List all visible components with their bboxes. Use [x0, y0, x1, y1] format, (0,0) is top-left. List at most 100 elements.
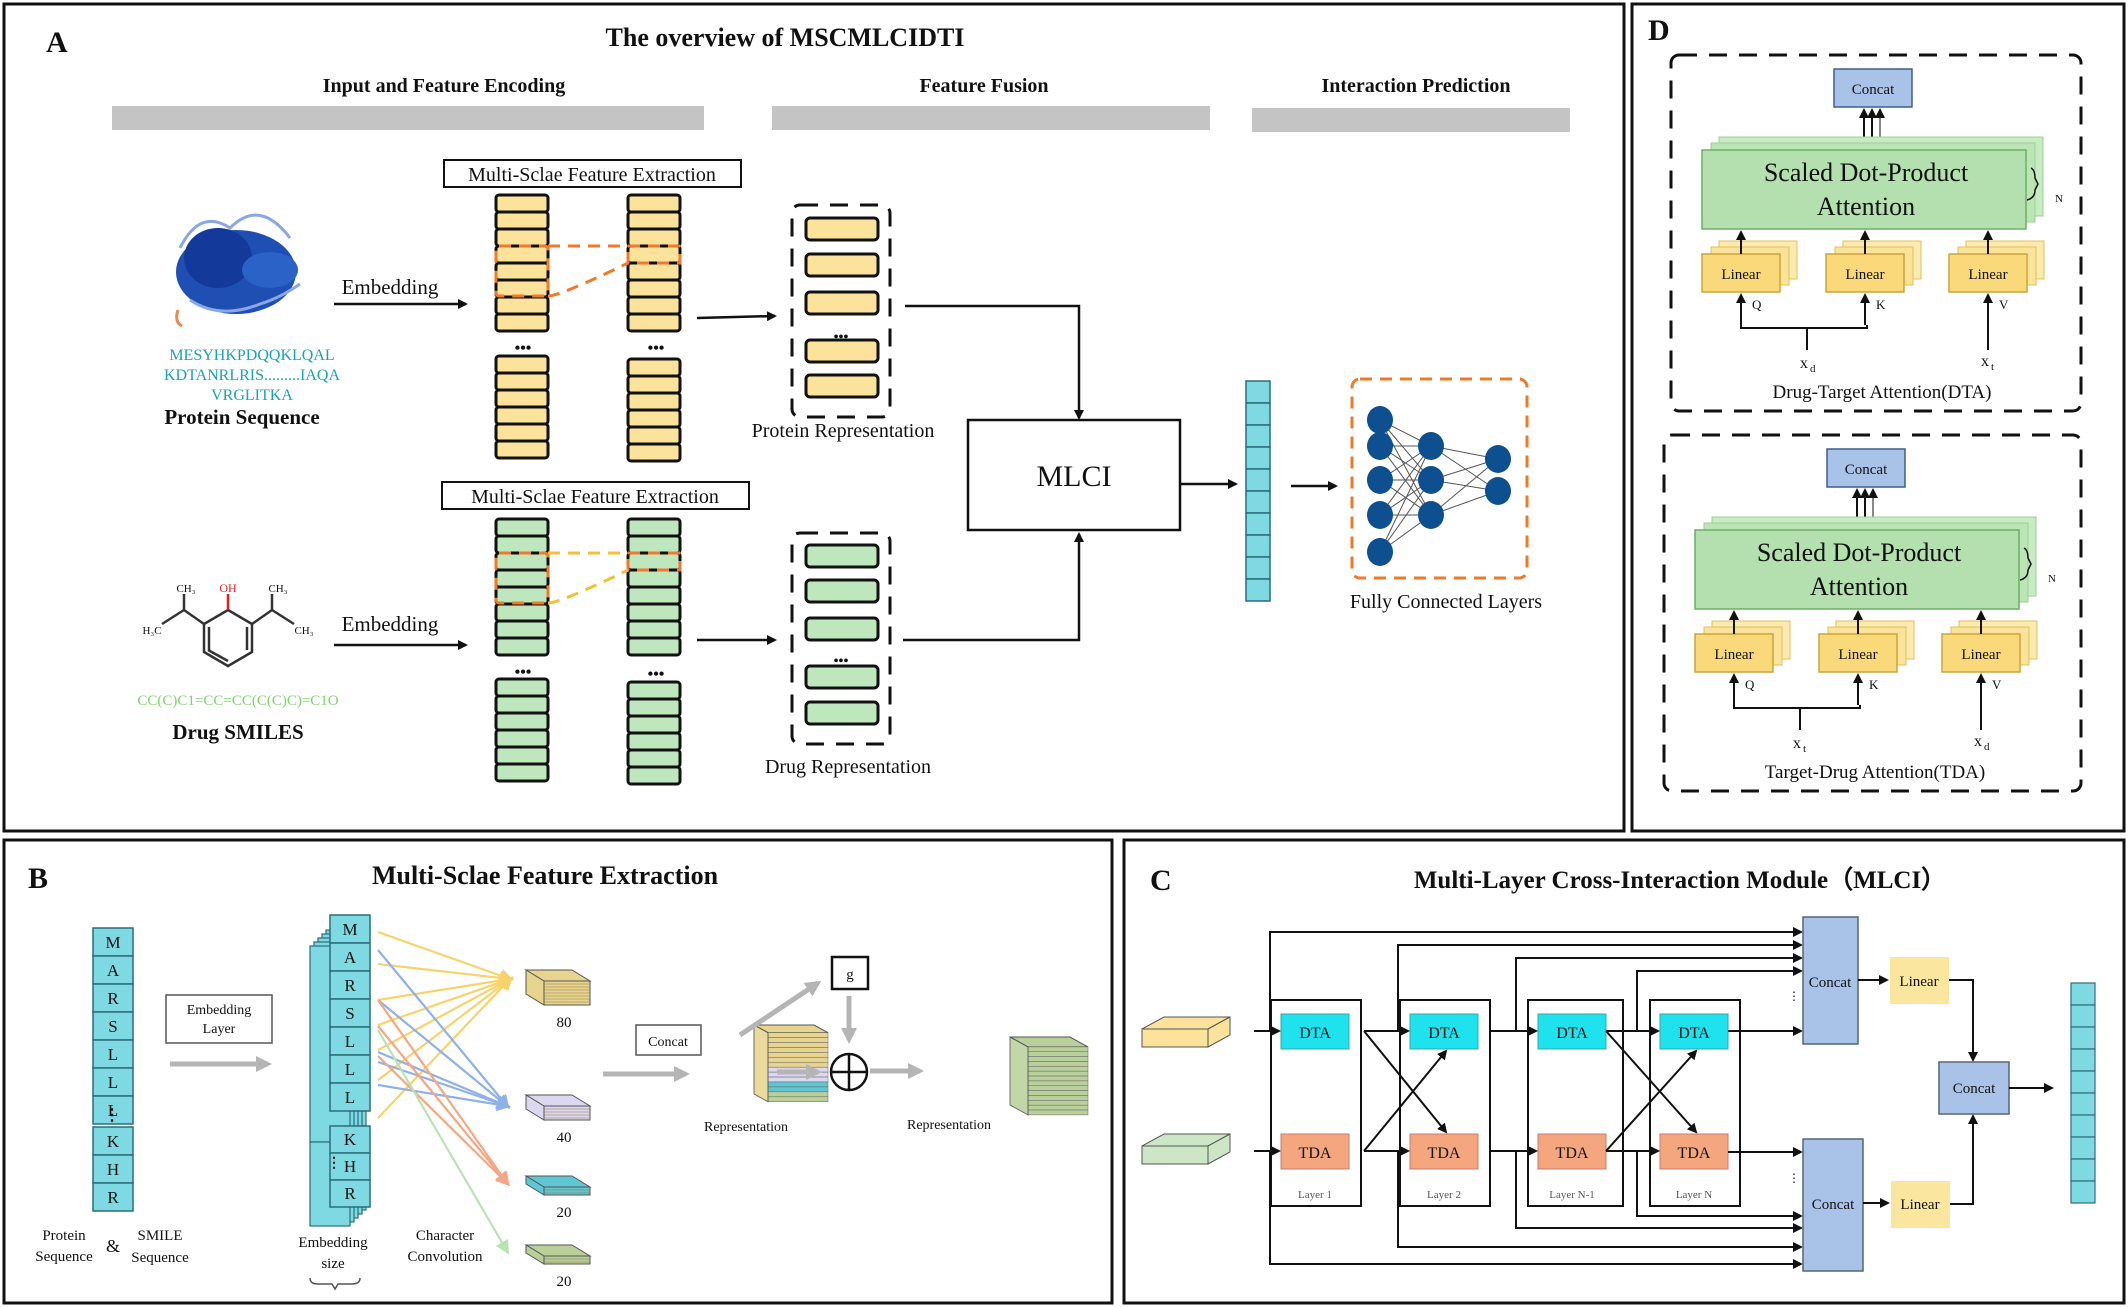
sequence-token: L: [108, 1045, 118, 1064]
representation-cells: [804, 216, 880, 726]
tda-label: TDA: [1678, 1145, 1711, 1162]
sequence-token: H: [107, 1160, 119, 1179]
stage-bar-input: [112, 106, 704, 130]
linear-label: Linear: [1714, 647, 1753, 663]
feature-map-side: [525, 1094, 545, 1121]
vector-cell: [1245, 380, 1271, 404]
more-inputs-vdots-bottom: ⋮: [1788, 1171, 1800, 1185]
protein-sequence-line-3: VRGLITKA: [211, 387, 293, 404]
panel-b-title: Multi-Sclae Feature Extraction: [372, 861, 719, 890]
n-heads-brace: [2026, 167, 2039, 201]
output-cube-slice: [1027, 1051, 1089, 1057]
layer-box: [1399, 999, 1491, 1207]
panel-d-letter: D: [1648, 14, 1670, 47]
drug-col2-lower-cell: [626, 765, 682, 786]
character-convolution-label-2: Convolution: [407, 1249, 483, 1265]
embedded-token: M: [342, 920, 357, 939]
convolution-kernel-line: [377, 949, 510, 1110]
dta-skip-connection: [1397, 940, 1803, 1031]
representation-cube-slice: [767, 1096, 829, 1102]
protein-col2-upper-cell: [626, 193, 682, 214]
protein-col1-lower-cell: [494, 371, 550, 392]
embedded-token-cell: [329, 1179, 371, 1208]
sequence-token: L: [108, 1073, 118, 1092]
attention-dashed-border: [1669, 53, 2083, 413]
protein-col1-upper-cell: [494, 193, 550, 214]
convolution-kernel-line: [377, 1029, 510, 1255]
protein-col2-lower-cell: [626, 357, 682, 378]
dta-label: DTA: [1678, 1025, 1710, 1042]
vector-cell: [1245, 424, 1271, 448]
protein-col2-lower-cell: [626, 425, 682, 446]
drug-col2-lower-cell: [626, 731, 682, 752]
convolution-kernel-line: [377, 976, 513, 1119]
drug-to-mlci-connector: [903, 532, 1084, 642]
dta-block: [1409, 1013, 1479, 1050]
stage-label-input-encoding: Input and Feature Encoding: [323, 75, 565, 97]
output-vector-cell: [2070, 1026, 2096, 1050]
feature-map-side: [525, 969, 545, 1006]
drug-col2-upper-cell: [626, 636, 682, 657]
protein-sequence-line-1: MESYHKPDQQKLQAL: [169, 347, 334, 364]
qk-shared-input-connector: [1733, 705, 1861, 709]
protein-col2-lower-cell: [626, 391, 682, 412]
output-cube-slice: [1027, 1070, 1089, 1077]
sequence-token-cell: [92, 983, 134, 1013]
convolution-kernel-line: [377, 962, 514, 985]
vector-cell: [1245, 578, 1271, 602]
output-vector-cell: [2070, 1048, 2096, 1072]
panel-c-letter: C: [1150, 864, 1172, 897]
concat-label: Concat: [1852, 82, 1895, 98]
panel-b-letter: B: [28, 862, 48, 895]
output-cube-slice: [1027, 1100, 1089, 1106]
tda-label: TDA: [1299, 1145, 1332, 1162]
protein-col1-lower-cell: [494, 405, 550, 426]
sequence-token: S: [108, 1017, 117, 1036]
concat-label: Concat: [1845, 462, 1888, 478]
fc-neuron: [1367, 501, 1393, 529]
representation-label-1: Representation: [704, 1120, 788, 1135]
output-vector-cell: [2070, 1092, 2096, 1116]
fc-layers-box: [1350, 377, 1529, 580]
fc-connection: [1379, 479, 1432, 553]
sequence-token: L: [108, 1101, 118, 1120]
n-heads-brace: [2019, 547, 2032, 581]
cross-arrow-tda-to-dta: [1363, 1049, 1448, 1152]
protein-col2-lower-cell: [626, 442, 682, 463]
drug-col2-lower-cell: [626, 680, 682, 701]
concat-block-tda: [1802, 1138, 1864, 1272]
protein-col1-lower-cell: [494, 354, 550, 375]
mlci-block: [966, 418, 1182, 532]
linear-label-top: Linear: [1899, 974, 1938, 990]
cross-arrow-dta-to-tda: [1363, 1030, 1448, 1134]
stage-bar-fusion: [772, 106, 1210, 130]
embedding-layer-box: [165, 994, 273, 1044]
feature-map-count: 40: [557, 1130, 572, 1146]
layer-box: [1270, 999, 1362, 1207]
feature-map-side: [525, 1244, 545, 1265]
target-input-cube-front: [1141, 1145, 1209, 1165]
drug-col2-upper-cell: [626, 568, 682, 589]
protein-col1-lower-cell: [494, 439, 550, 460]
msfe-label-box-drug: [441, 481, 750, 510]
cross-arrow-tda-to-dta: [1605, 1049, 1698, 1152]
output-cube-slice: [1027, 1056, 1089, 1062]
cross-arrow-dta-to-tda: [1605, 1030, 1698, 1134]
protein-col1-upper-cell: [494, 244, 550, 265]
stage-label-interaction-prediction: Interaction Prediction: [1321, 75, 1510, 97]
protein-col2-upper-cell: [626, 210, 682, 231]
drug-input-cube-front: [1141, 1028, 1209, 1048]
dta-label: DTA: [1556, 1025, 1588, 1042]
protein-col2-upper-cell: [626, 312, 682, 333]
fc-neuron: [1418, 466, 1444, 494]
h3c-atom-label: H₃C: [142, 625, 161, 637]
drug-input-cube-side: [1207, 1016, 1231, 1048]
protein-representation-cell: [804, 252, 880, 278]
output-vector-cell: [2070, 1004, 2096, 1028]
convolution-kernel-line: [377, 1060, 511, 1110]
sdpa-layer-front: [1701, 149, 2027, 230]
drug-col2-upper-cell: [626, 517, 682, 538]
tda-label: TDA: [1428, 1145, 1461, 1162]
